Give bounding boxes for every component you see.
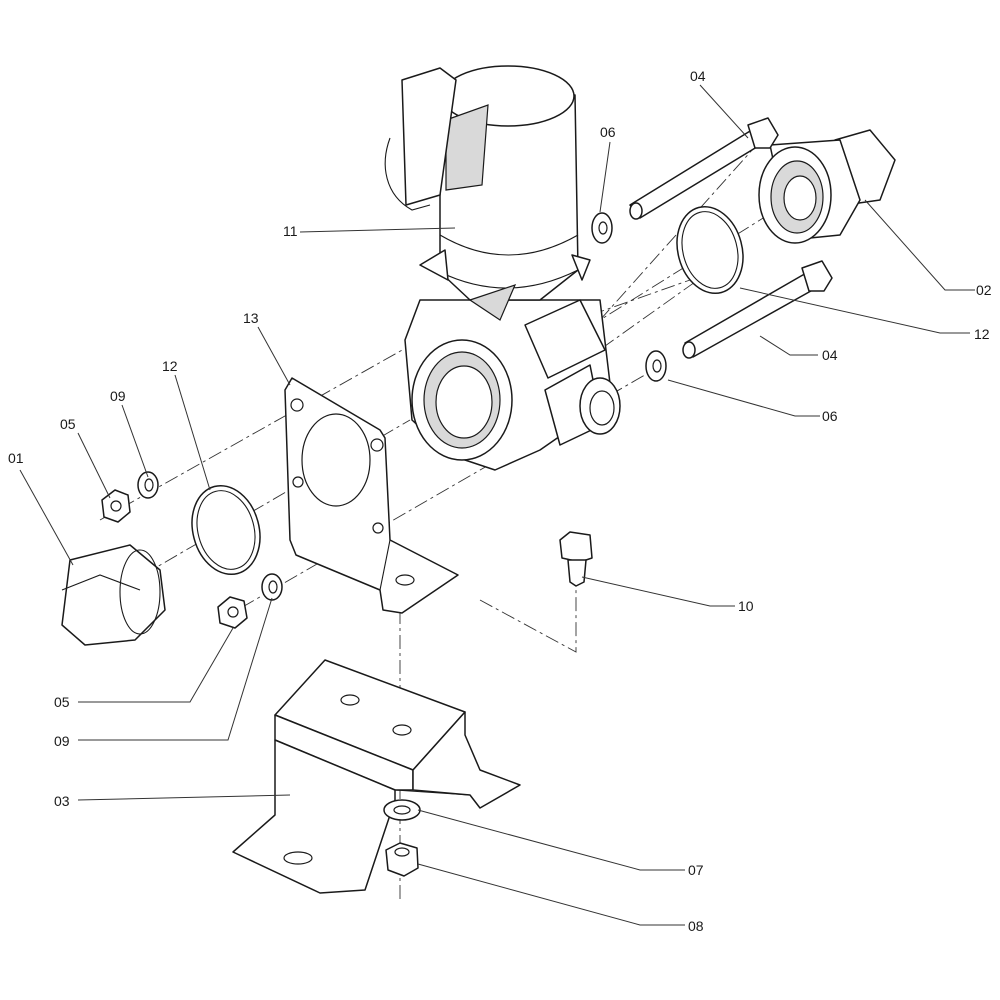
o-ring-right (676, 205, 744, 295)
callout-12-right: 12 (974, 326, 990, 342)
callout-07: 07 (688, 862, 704, 878)
long-bolt-upper (629, 117, 779, 220)
callout-13: 13 (243, 310, 259, 326)
callout-12-left: 12 (162, 358, 178, 374)
nut-bottom (385, 842, 419, 877)
callout-06-lower: 06 (822, 408, 838, 424)
valve-body (384, 65, 621, 471)
lower-u-bracket (232, 659, 521, 894)
leader-lines (19, 84, 975, 926)
callout-06-upper: 06 (600, 124, 616, 140)
washer-bottom (383, 799, 421, 821)
washer-lower-left (261, 573, 283, 601)
callout-04-upper: 04 (690, 68, 706, 84)
callout-08: 08 (688, 918, 704, 934)
mounting-plate (284, 377, 459, 614)
callout-05-lower: 05 (54, 694, 70, 710)
callout-labels: 01 02 03 04 04 05 05 06 06 07 08 09 09 1… (8, 68, 992, 934)
union-fitting (758, 129, 896, 244)
nut-lower-left (217, 596, 248, 629)
bracket-hole-center (392, 724, 412, 736)
callout-09-upper: 09 (110, 388, 126, 404)
bracket-hole-upper (340, 694, 360, 706)
callout-04-lower: 04 (822, 347, 838, 363)
long-bolt-lower (682, 260, 833, 359)
washer-lower (645, 350, 667, 382)
callout-01: 01 (8, 450, 24, 466)
callout-11: 11 (283, 223, 298, 239)
hex-bolt (559, 531, 593, 587)
nut-upper-left (101, 489, 131, 523)
callout-02: 02 (976, 282, 992, 298)
washer-upper (591, 212, 613, 244)
bracket-slot (283, 851, 313, 865)
o-ring-left (191, 484, 261, 576)
washer-upper-left (137, 471, 159, 499)
union-cap (61, 544, 166, 646)
callout-10: 10 (738, 598, 754, 614)
callout-05-upper: 05 (60, 416, 76, 432)
callout-09-lower: 09 (54, 733, 70, 749)
callout-03: 03 (54, 793, 70, 809)
